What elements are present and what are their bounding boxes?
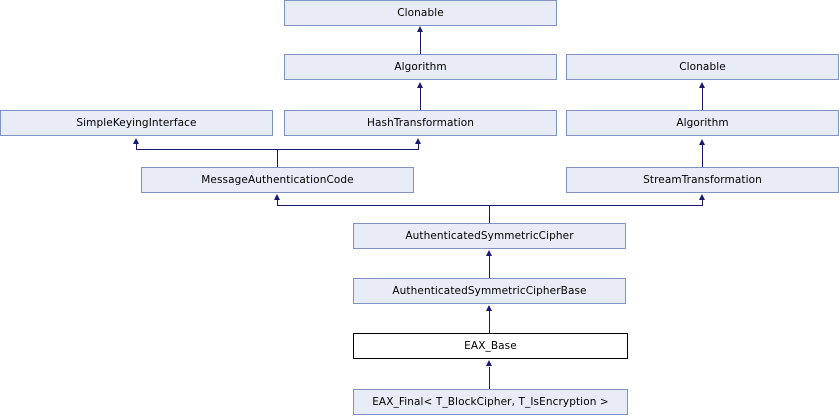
- edge-asc-to-streamtransformation-arrowhead: [699, 194, 705, 200]
- class-node-simplekeyinginterface[interactable]: SimpleKeyingInterface: [0, 110, 273, 136]
- edge-mac-stem: [277, 149, 278, 167]
- edge-ascbase-to-asc-line: [489, 256, 490, 278]
- class-node-messageauthenticationcode[interactable]: MessageAuthenticationCode: [141, 167, 414, 193]
- edge-algorithm-right-to-clonable-right-line: [702, 88, 703, 110]
- edge-algorithm-right-to-clonable-right-arrowhead: [699, 82, 705, 88]
- edge-asc-to-streamtransformation-line: [702, 199, 703, 206]
- class-node-streamtransformation[interactable]: StreamTransformation: [566, 167, 839, 193]
- class-node-clonable-top[interactable]: Clonable: [284, 0, 557, 26]
- edge-algorithm-to-clonable-arrowhead: [417, 26, 423, 32]
- class-node-hashtransformation[interactable]: HashTransformation: [284, 110, 557, 136]
- class-node-clonable-right[interactable]: Clonable: [566, 54, 839, 80]
- edge-asc-stem: [489, 205, 490, 223]
- edge-asc-to-mac-arrowhead: [274, 194, 280, 200]
- edge-mac-bus: [136, 149, 418, 150]
- edge-hashtransformation-to-algorithm-line: [420, 88, 421, 110]
- edge-eaxfinal-to-eaxbase-arrowhead: [486, 360, 492, 366]
- class-node-eax-final[interactable]: EAX_Final< T_BlockCipher, T_IsEncryption…: [353, 389, 628, 415]
- edge-eaxfinal-to-eaxbase-line: [489, 367, 490, 389]
- class-node-algorithm-mid[interactable]: Algorithm: [284, 54, 557, 80]
- edge-eaxbase-to-ascbase-line: [489, 311, 490, 333]
- edge-ascbase-to-asc-arrowhead: [486, 250, 492, 256]
- edge-eaxbase-to-ascbase-arrowhead: [486, 305, 492, 311]
- edge-mac-to-simplekeying-arrowhead: [133, 138, 139, 144]
- edge-mac-to-hashtransformation-line: [418, 143, 419, 150]
- edge-mac-to-simplekeying-line: [136, 143, 137, 150]
- edge-hashtransformation-to-algorithm-arrowhead: [417, 82, 423, 88]
- edge-algorithm-to-clonable-line: [420, 32, 421, 54]
- edge-asc-bus: [277, 205, 703, 206]
- edge-asc-to-mac-line: [277, 199, 278, 206]
- edge-streamtransformation-to-algorithm-right-arrowhead: [699, 139, 705, 145]
- class-node-algorithm-right[interactable]: Algorithm: [566, 110, 839, 136]
- edge-mac-to-hashtransformation-arrowhead: [415, 138, 421, 144]
- edge-streamtransformation-to-algorithm-right-line: [702, 145, 703, 167]
- class-node-authenticatedsymmetriccipherbase[interactable]: AuthenticatedSymmetricCipherBase: [353, 278, 626, 304]
- class-node-eax-base[interactable]: EAX_Base: [353, 333, 628, 359]
- class-node-authenticatedsymmetriccipher[interactable]: AuthenticatedSymmetricCipher: [353, 223, 626, 249]
